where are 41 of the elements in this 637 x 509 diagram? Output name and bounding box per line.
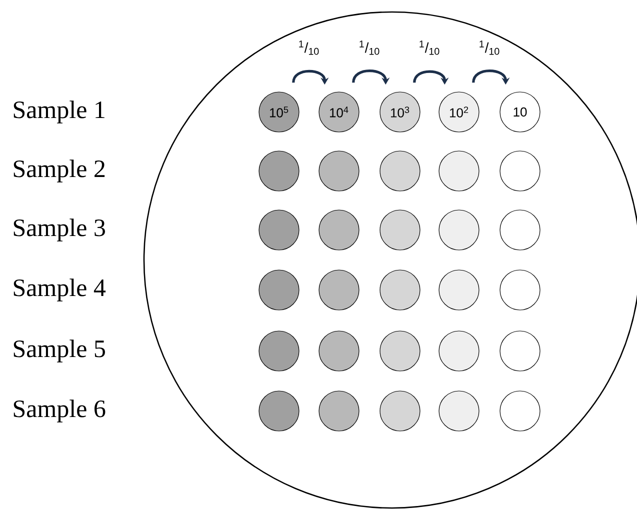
row-label: Sample 5: [14, 340, 105, 362]
well: [318, 330, 360, 372]
well: [380, 330, 420, 372]
well: 10$^{3}$: [380, 92, 420, 132]
well: [258, 150, 300, 192]
well: [318, 210, 360, 250]
edge-label: $^{1}$/$_{10}$: [299, 40, 319, 55]
well: 10$^{2}$: [438, 92, 480, 132]
row-label: Sample 3: [14, 218, 105, 242]
well: [380, 150, 420, 192]
well: [438, 330, 480, 372]
well: [318, 270, 360, 310]
well: [500, 210, 540, 250]
well: [438, 270, 480, 310]
well: 10: [500, 92, 540, 132]
well: [380, 390, 420, 432]
well: [258, 270, 300, 310]
plate-outline: [143, 11, 637, 509]
edge-label: $^{1}$/$_{10}$: [360, 40, 380, 55]
well: 10$^{5}$: [258, 92, 300, 132]
well: [438, 390, 480, 432]
well: 10$^{4}$: [318, 92, 360, 132]
well: [318, 390, 360, 432]
well: [500, 270, 540, 310]
edge-label: $^{1}$/$_{10}$: [420, 40, 440, 55]
well: [438, 150, 480, 192]
well: [318, 150, 360, 192]
well: [500, 390, 540, 432]
well: [500, 150, 540, 192]
well: [258, 390, 300, 432]
well: [258, 330, 300, 372]
row-label: Sample 6: [14, 400, 106, 422]
well: [380, 270, 420, 310]
well: [500, 330, 540, 372]
row-label: Sample 2: [14, 160, 105, 182]
well: [380, 210, 420, 250]
well: [258, 210, 300, 250]
row-label: Sample 4: [14, 278, 106, 302]
row-label: Sample 1: [14, 100, 104, 124]
edge-label: $^{1}$/$_{10}$: [480, 40, 500, 55]
well: [438, 210, 480, 250]
